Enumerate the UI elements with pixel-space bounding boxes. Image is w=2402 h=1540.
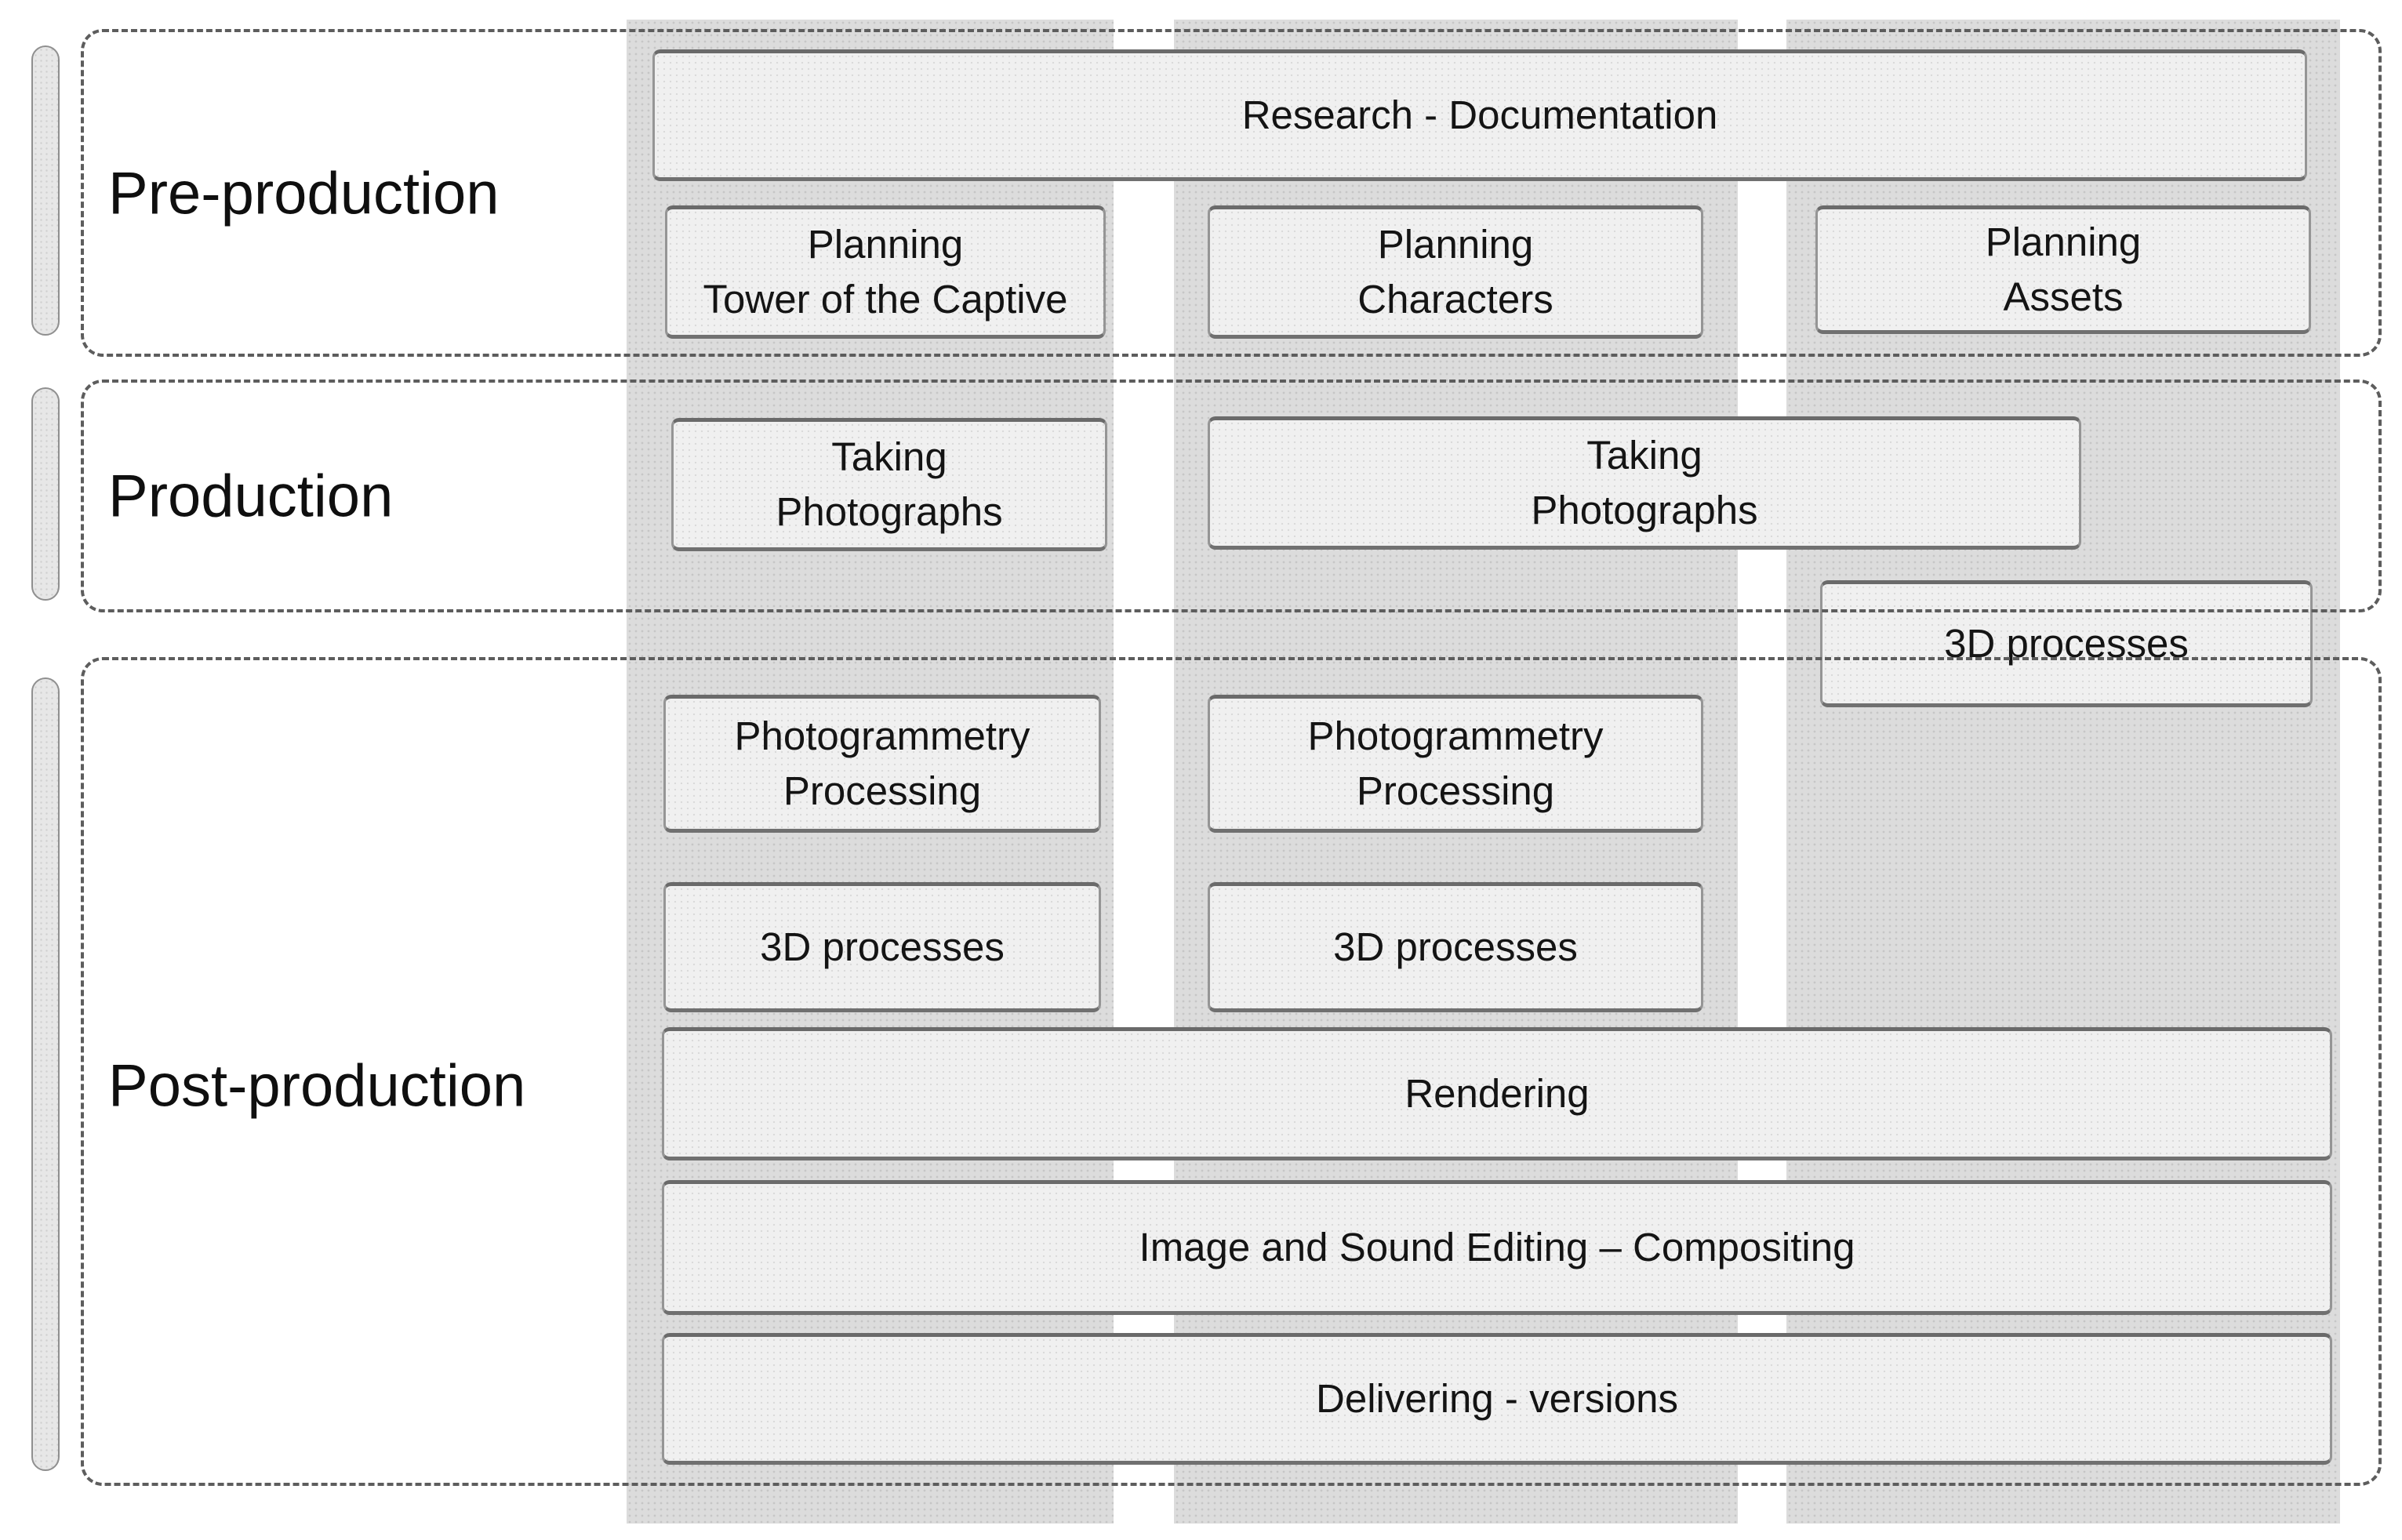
box-taking-photographs-1: Taking Photographs [671,418,1107,551]
box-3d-processes-production: 3D processes [1820,580,2313,707]
box-label-line1: Photogrammetry [734,714,1030,758]
box-label: 3D processes [1944,621,2189,666]
post-production-bar [31,677,60,1471]
production-label: Production [108,463,394,530]
box-taking-photographs-2: Taking Photographs [1208,416,2081,550]
box-label-line2: Characters [1357,277,1553,321]
box-planning-tower-of-the-captive: Planning Tower of the Captive [665,205,1106,339]
production-bar [31,387,60,601]
box-photogrammetry-processing-1: Photogrammetry Processing [663,695,1101,833]
pre-production-bar [31,45,60,336]
box-label: Delivering - versions [1316,1376,1678,1421]
box-photogrammetry-processing-2: Photogrammetry Processing [1208,695,1703,833]
box-planning-characters: Planning Characters [1208,205,1703,339]
box-label-line1: Taking [1586,433,1702,478]
box-label: 3D processes [1333,924,1578,969]
box-research-documentation: Research - Documentation [652,49,2307,181]
box-image-sound-editing-compositing: Image and Sound Editing – Compositing [662,1180,2332,1315]
box-label-line2: Processing [1356,768,1555,813]
box-3d-processes-post-1: 3D processes [663,882,1101,1012]
box-label: Rendering [1404,1071,1590,1116]
box-label-line1: Photogrammetry [1307,714,1604,758]
box-label-line2: Assets [2003,274,2124,319]
box-label-line1: Planning [1985,220,2142,264]
box-label: Research - Documentation [1241,93,1718,137]
box-label-line1: Taking [831,434,947,479]
box-label: 3D processes [760,924,1005,969]
box-delivering-versions: Delivering - versions [662,1333,2332,1465]
post-production-label: Post-production [108,1052,526,1120]
box-label: Image and Sound Editing – Compositing [1139,1225,1855,1269]
box-label-line1: Planning [1377,222,1534,267]
box-3d-processes-post-2: 3D processes [1208,882,1703,1012]
box-rendering: Rendering [662,1027,2332,1160]
box-planning-assets: Planning Assets [1815,205,2311,334]
box-label-line2: Tower of the Captive [703,277,1068,321]
box-label-line2: Processing [783,768,982,813]
box-label-line2: Photographs [776,489,1003,534]
box-label-line2: Photographs [1531,488,1758,532]
box-label-line1: Planning [807,222,964,267]
pre-production-label: Pre-production [108,160,500,227]
